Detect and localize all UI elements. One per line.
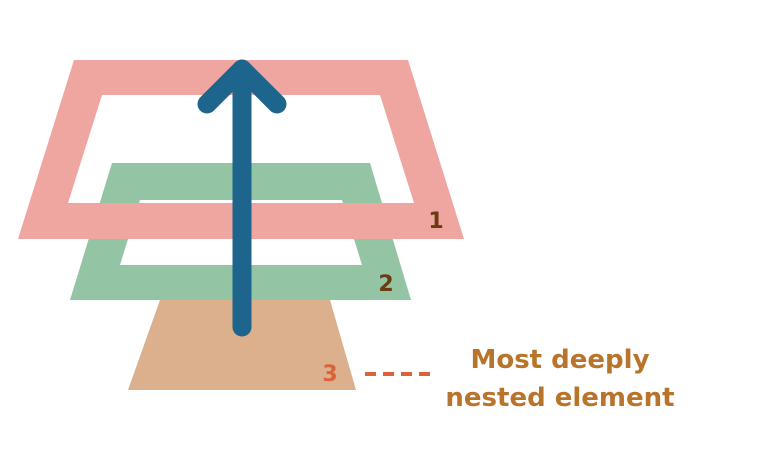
bubble-up-arrow-icon bbox=[197, 59, 287, 337]
layer-1-label: 1 bbox=[428, 209, 443, 234]
arrow-head bbox=[197, 59, 287, 114]
layer-2-frame bbox=[70, 163, 411, 300]
layer-2-label: 2 bbox=[378, 272, 393, 297]
layer-3-shape bbox=[128, 300, 356, 390]
callout-line-1: Most deeply bbox=[470, 345, 649, 375]
layer-3-label: 3 bbox=[322, 362, 337, 387]
callout-line-2: nested element bbox=[445, 383, 674, 413]
